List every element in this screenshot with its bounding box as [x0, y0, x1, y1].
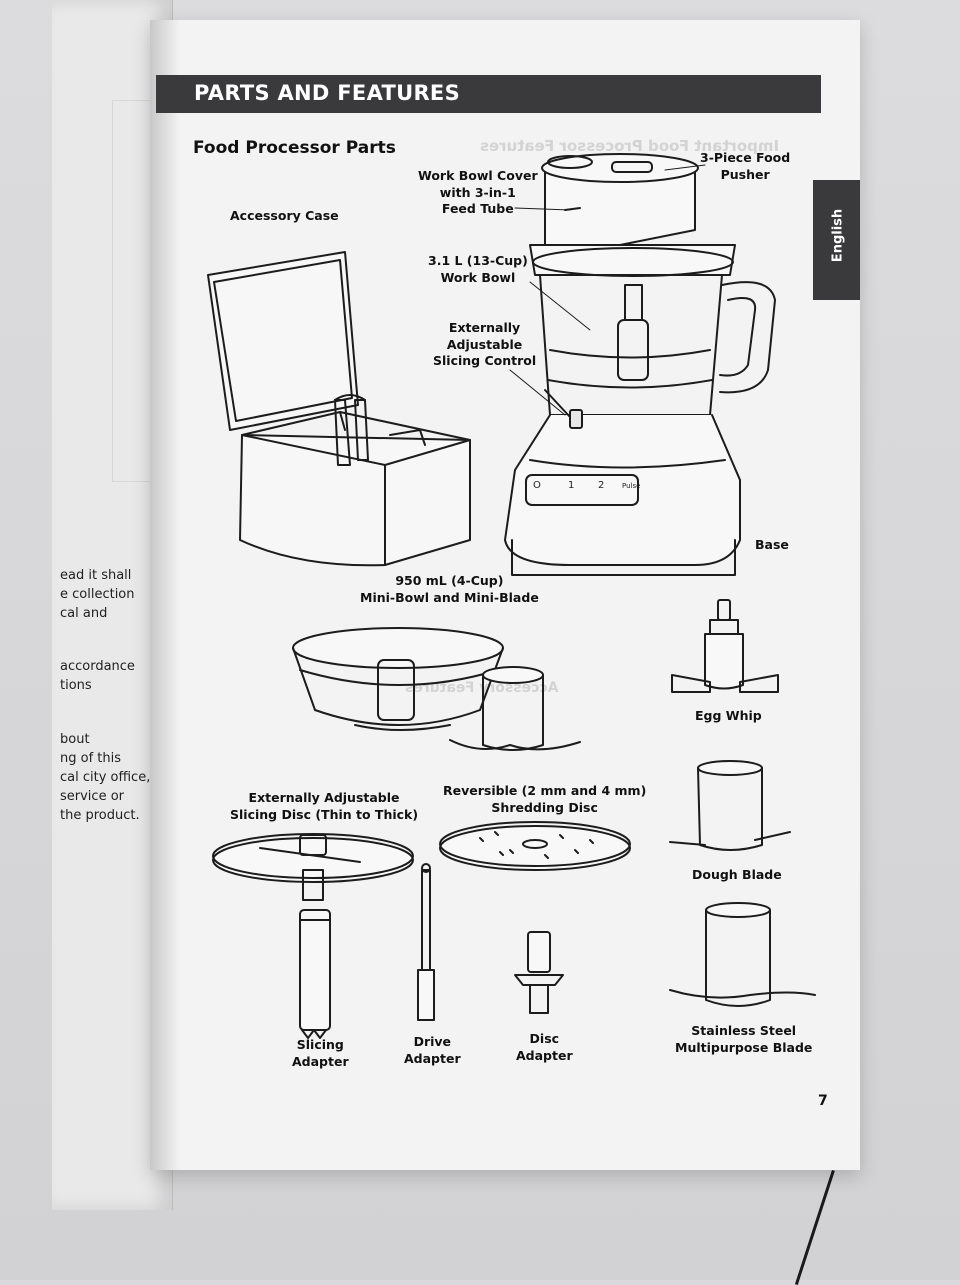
- label-line: Adjustable: [446, 336, 523, 352]
- label-line: 950 mL (4-Cup): [395, 573, 504, 588]
- label-food-pusher: 3-Piece Food Pusher: [700, 150, 790, 183]
- label-line: Externally Adjustable: [248, 790, 400, 805]
- label-line: Disc: [529, 1031, 560, 1046]
- section-banner: PARTS AND FEATURES: [156, 75, 821, 113]
- control-speed2-label: 2: [598, 480, 605, 491]
- mini-bowl-drawing: [292, 627, 581, 751]
- banner-title: PARTS AND FEATURES: [194, 81, 461, 105]
- control-speed1-label: 1: [568, 480, 575, 491]
- slicing-adapter-drawing: [299, 909, 331, 1039]
- label-line: Mini-Bowl and Mini-Blade: [360, 589, 539, 605]
- control-off-label: O: [533, 480, 541, 491]
- label-accessory-case: Accessory Case: [230, 208, 339, 223]
- facing-page-line: service or: [60, 789, 124, 804]
- label-line: Slicing: [296, 1037, 344, 1052]
- manual-page: Important Food Processor Features Access…: [150, 20, 860, 1170]
- label-line: Adapter: [404, 1050, 461, 1066]
- disc-adapter-drawing: [514, 931, 564, 1014]
- label-line: Work Bowl: [440, 269, 516, 285]
- label-line: with 3-in-1: [439, 184, 516, 200]
- label-shredding-disc: Reversible (2 mm and 4 mm) Shredding Dis…: [443, 783, 646, 816]
- label-line: Adapter: [292, 1053, 349, 1069]
- facing-page-line: tions: [60, 678, 92, 693]
- spine-shadow: [150, 20, 180, 1170]
- label-line: Drive: [413, 1034, 452, 1049]
- facing-page-line: cal city office,: [60, 770, 151, 785]
- label-work-bowl-cover: Work Bowl Cover with 3-in-1 Feed Tube: [418, 168, 538, 218]
- label-line: Slicing Disc (Thin to Thick): [230, 806, 419, 822]
- label-base: Base: [755, 537, 789, 552]
- label-egg-whip: Egg Whip: [695, 708, 762, 723]
- label-line: Externally: [448, 320, 521, 335]
- label-disc-adapter: Disc Adapter: [516, 1031, 573, 1064]
- label-line: Work Bowl Cover: [418, 168, 538, 183]
- parts-illustration: [207, 153, 816, 1039]
- label-work-bowl: 3.1 L (13-Cup) Work Bowl: [428, 253, 528, 286]
- facing-page-line: accordance: [60, 659, 135, 674]
- shredding-disc-drawing: [439, 821, 631, 871]
- egg-whip-drawing: [671, 599, 779, 693]
- facing-page-line: ead it shall: [60, 568, 132, 583]
- adjustable-disc-drawing: [212, 833, 414, 901]
- label-line: Feed Tube: [441, 201, 514, 216]
- control-pulse-label: Pulse: [622, 482, 641, 490]
- language-tab: English: [813, 180, 860, 300]
- label-line: Stainless Steel: [691, 1023, 797, 1038]
- facing-page-line: the product.: [60, 808, 140, 823]
- leader-lines: [509, 164, 706, 416]
- dough-blade-drawing: [669, 760, 791, 851]
- section-title: Food Processor Parts: [193, 138, 396, 158]
- facing-page-line: cal and: [60, 606, 108, 621]
- facing-page-line: e collection: [60, 587, 135, 602]
- label-mini-bowl: 950 mL (4-Cup) Mini-Bowl and Mini-Blade: [360, 573, 539, 606]
- facing-page-line: ng of this: [60, 751, 122, 766]
- label-line: Adapter: [516, 1047, 573, 1063]
- label-line: Pusher: [720, 166, 770, 182]
- multipurpose-blade-drawing: [669, 902, 816, 1007]
- label-line: Shredding Disc: [491, 799, 598, 815]
- food-processor-drawing: [504, 153, 776, 576]
- label-line: Multipurpose Blade: [675, 1039, 813, 1055]
- label-multipurpose-blade: Stainless Steel Multipurpose Blade: [675, 1023, 812, 1056]
- label-adjustable-disc: Externally Adjustable Slicing Disc (Thin…: [230, 790, 418, 823]
- label-drive-adapter: Drive Adapter: [404, 1034, 461, 1067]
- label-line: 3-Piece Food: [700, 150, 791, 165]
- label-dough-blade: Dough Blade: [692, 867, 782, 882]
- label-slicing-control: Externally Adjustable Slicing Control: [433, 320, 536, 370]
- drive-adapter-drawing: [417, 863, 435, 1021]
- label-line: 3.1 L (13-Cup): [428, 253, 528, 268]
- label-line: Reversible (2 mm and 4 mm): [443, 783, 647, 798]
- accessory-case-drawing: [207, 251, 471, 567]
- facing-page-line: bout: [60, 732, 90, 747]
- label-line: Slicing Control: [433, 353, 537, 368]
- label-slicing-adapter: Slicing Adapter: [292, 1037, 349, 1070]
- page-number: 7: [818, 1093, 828, 1109]
